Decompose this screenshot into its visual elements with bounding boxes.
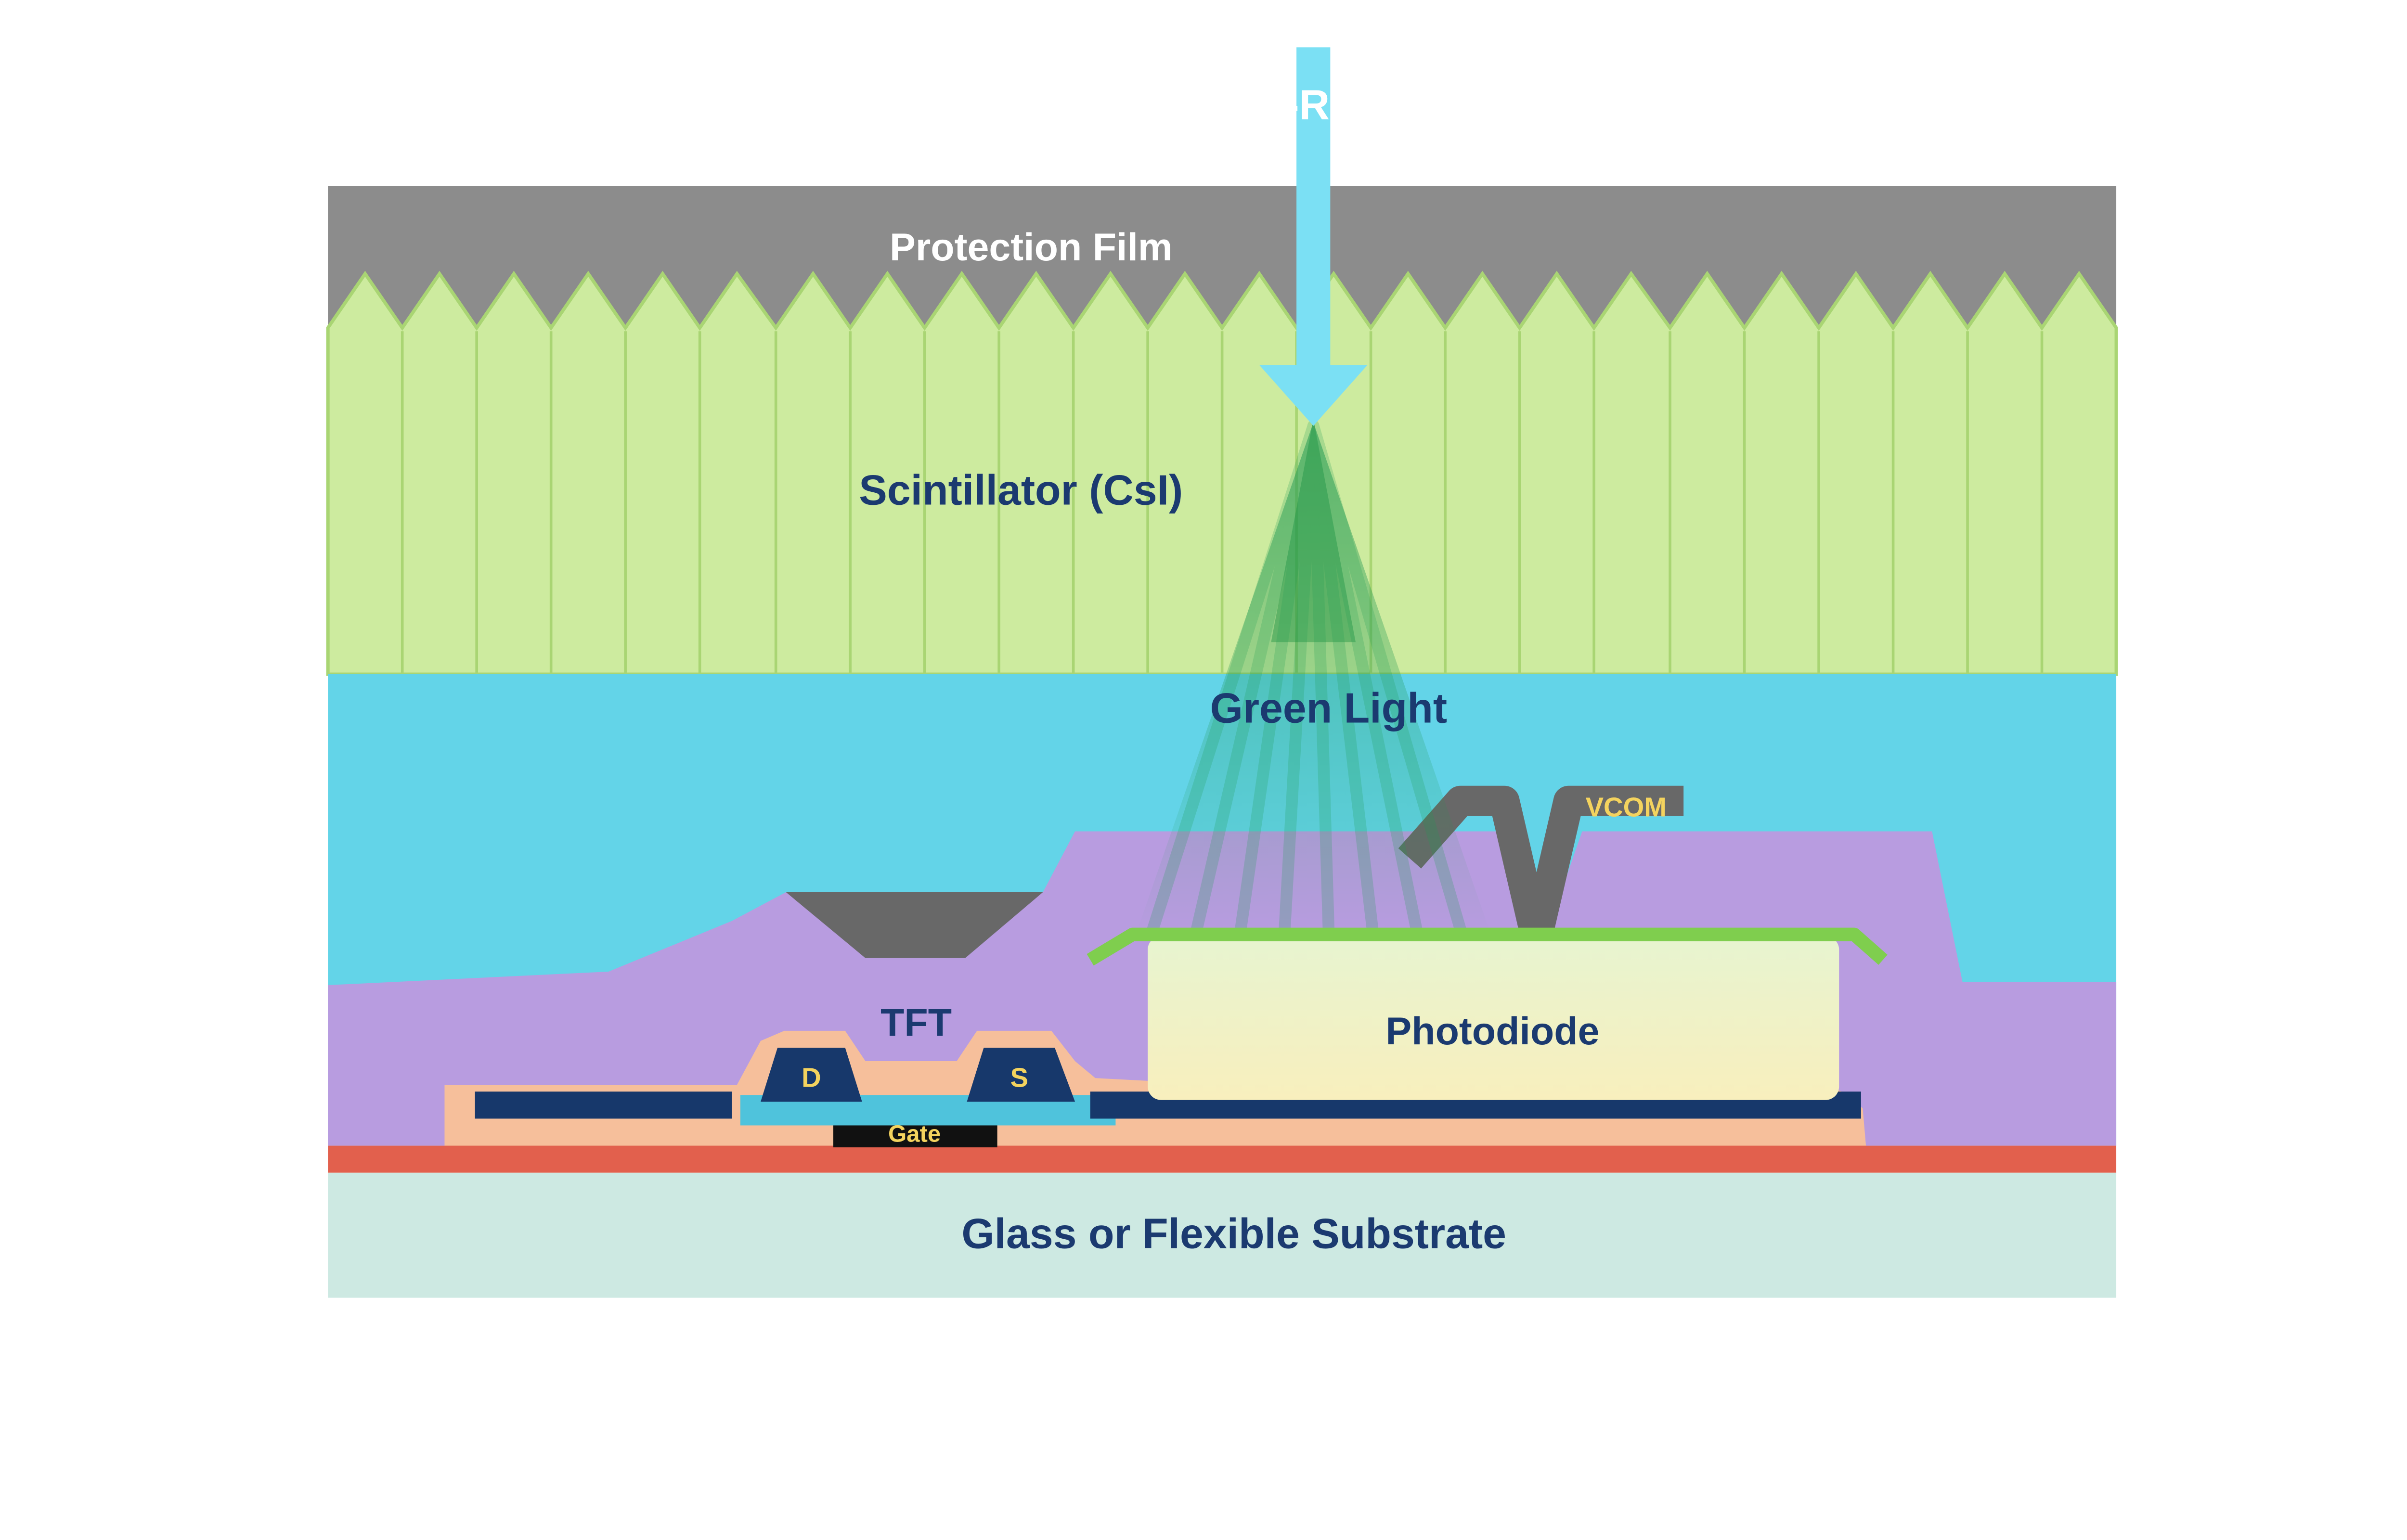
- vcom-label: VCOM: [1586, 792, 1667, 822]
- drain-label: D: [802, 1063, 821, 1093]
- source-label: S: [1010, 1063, 1028, 1093]
- data-line-electrode: [786, 892, 1043, 958]
- protection-film-label: Protection Film: [890, 226, 1173, 269]
- source-electrode: [967, 1047, 1075, 1102]
- drain-electrode: [761, 1047, 862, 1102]
- green-light-label: Green Light: [1210, 684, 1447, 732]
- green-light-cone: [1136, 422, 1491, 935]
- diagram-canvas: X-Ray Protection Film Scintillator (CsI)…: [326, 47, 2118, 1298]
- bias-line-layer: [328, 1145, 2117, 1173]
- xray-label: X-Ray: [1257, 81, 1377, 128]
- gate-electrode: [833, 1122, 997, 1148]
- xray-detector-diagram: X-Ray Protection Film Scintillator (CsI)…: [326, 47, 2118, 1298]
- vcom-electrode: [1398, 785, 1684, 955]
- tft-label: TFT: [880, 1001, 952, 1045]
- photodiode-top-contact: [1087, 927, 1888, 966]
- photodiode-body: [1148, 936, 1839, 1100]
- metal-line-left: [475, 1091, 732, 1119]
- scintillator-label: Scintillator (CsI): [859, 466, 1183, 513]
- photodiode-label: Photodiode: [1385, 1010, 1599, 1053]
- green-light-core: [1271, 419, 1356, 642]
- green-light-rays: [1147, 420, 1466, 936]
- substrate-label: Glass or Flexible Substrate: [961, 1210, 1506, 1257]
- substrate-layer: [328, 1172, 2117, 1298]
- protection-film-layer: [328, 186, 2117, 338]
- xray-arrow: [1259, 47, 1368, 426]
- gate-label: Gate: [888, 1121, 941, 1147]
